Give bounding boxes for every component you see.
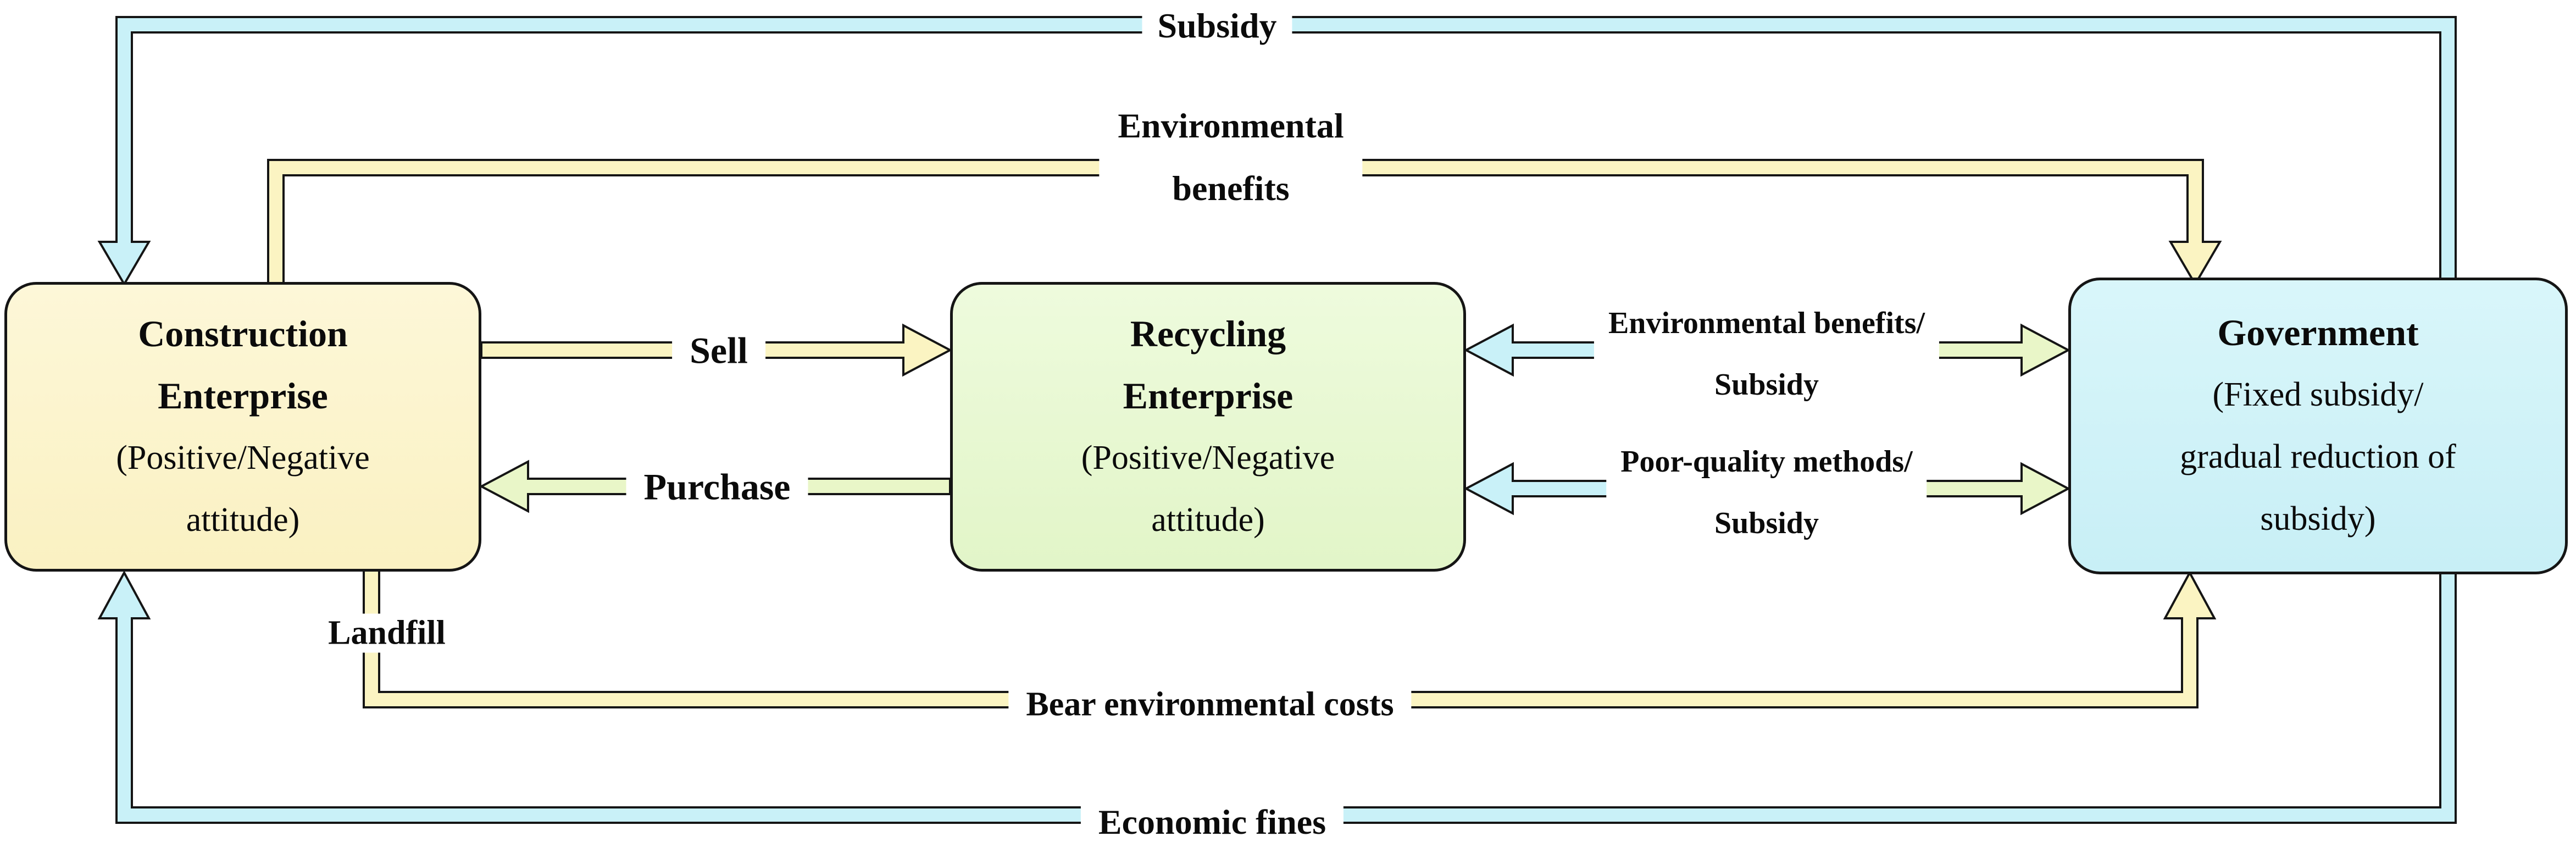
government-subtitle-line1: (Fixed subsidy/	[2212, 376, 2424, 413]
landfill-bear-costs-arrow-path	[363, 569, 2217, 708]
government-subtitle-line2: gradual reduction of	[2180, 438, 2456, 475]
government-subtitle-line3: subsidy)	[2260, 500, 2376, 538]
poor-quality-left-arrow-path	[1463, 462, 1625, 516]
label-sell: Sell	[672, 329, 765, 373]
recycling-title-line2: Enterprise	[1123, 374, 1293, 417]
recycling-subtitle-line1: (Positive/Negative	[1081, 439, 1335, 477]
recycling-title-line1: Recycling	[1130, 312, 1286, 355]
construction-subtitle-line2: attitude)	[186, 501, 300, 539]
label-economic-fines: Economic fines	[1080, 802, 1344, 843]
label-environmental-benefits-line1: Environmental	[1118, 106, 1344, 145]
label-environmental-benefits-subsidy: Environmental benefits/ Subsidy	[1594, 292, 1940, 416]
construction-subtitle-line1: (Positive/Negative	[116, 439, 370, 477]
label-poor-quality-methods-subsidy-line1: Poor-quality methods/	[1620, 445, 1913, 479]
label-environmental-benefits-subsidy-line2: Subsidy	[1714, 368, 1819, 402]
label-subsidy: Subsidy	[1142, 5, 1292, 46]
node-construction-enterprise: Construction Enterprise (Positive/Negati…	[4, 282, 481, 572]
construction-title-line1: Construction	[138, 312, 348, 355]
label-poor-quality-methods-subsidy-line2: Subsidy	[1714, 506, 1819, 540]
label-environmental-benefits-line2: benefits	[1172, 169, 1290, 208]
poor-quality-right-arrow-path	[1908, 462, 2071, 516]
label-bear-environmental-costs: Bear environmental costs	[1008, 685, 1412, 724]
construction-title-line2: Enterprise	[158, 374, 328, 417]
node-government: Government (Fixed subsidy/ gradual reduc…	[2068, 278, 2568, 574]
label-environmental-benefits: Environmental benefits	[1099, 95, 1363, 220]
subsidy-arrow-path	[97, 16, 2457, 286]
recycling-subtitle-line2: attitude)	[1151, 501, 1265, 539]
environmental-benefits-arrow-path	[267, 159, 2222, 286]
label-poor-quality-methods-subsidy: Poor-quality methods/ Subsidy	[1606, 431, 1927, 554]
label-landfill: Landfill	[314, 613, 460, 653]
economic-fines-arrow-path	[97, 569, 2457, 824]
government-title-line1: Government	[2217, 312, 2419, 353]
label-environmental-benefits-subsidy-line1: Environmental benefits/	[1608, 306, 1925, 340]
label-purchase: Purchase	[626, 465, 808, 509]
node-recycling-enterprise: Recycling Enterprise (Positive/Negative …	[950, 282, 1466, 572]
